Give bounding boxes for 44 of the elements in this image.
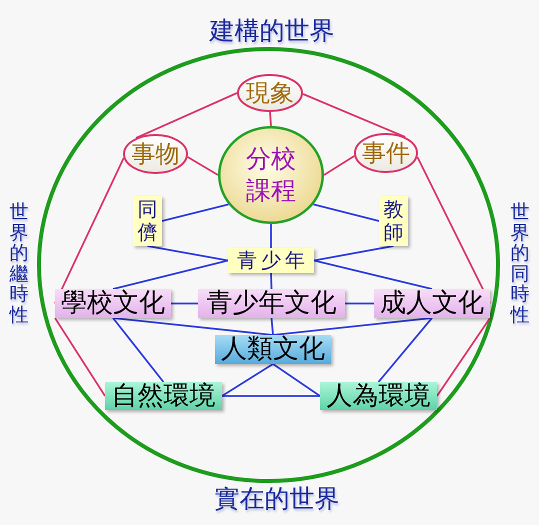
label-box: 青少年文化 — [198, 289, 345, 318]
connector-line — [171, 302, 198, 304]
connector-line — [222, 395, 320, 397]
connector-line — [416, 156, 491, 304]
label-box: 學校文化 — [55, 289, 171, 318]
connector-line — [378, 317, 433, 383]
connector-line — [436, 318, 491, 396]
connector-line — [112, 260, 228, 290]
label-ellipse: 事物 — [123, 134, 188, 174]
connector-line — [272, 317, 432, 336]
world-circle — [37, 47, 500, 483]
heading-label: 實在的世界 — [214, 485, 340, 513]
connector-line — [112, 317, 164, 383]
center-circle: 分校課程 — [218, 126, 324, 224]
label-box: 成人文化 — [374, 289, 490, 318]
label-box: 人為環境 — [320, 382, 437, 410]
connector-line — [162, 204, 229, 222]
connector-line — [222, 363, 274, 397]
label-box: 青少年 — [228, 248, 314, 273]
side-label: 世界的繼時性 — [9, 202, 29, 325]
connector-line — [147, 245, 228, 262]
connector-line — [270, 224, 272, 248]
connector-line — [345, 302, 374, 304]
connector-line — [314, 245, 394, 262]
label-box: 教師 — [379, 196, 408, 246]
connector-line — [112, 317, 274, 336]
connector-line — [270, 318, 274, 336]
connector-line — [269, 112, 272, 126]
connector-line — [302, 93, 406, 138]
connector-line — [324, 155, 355, 176]
label-box: 人類文化 — [215, 335, 331, 364]
connector-line — [187, 156, 218, 176]
label-ellipse: 事件 — [354, 133, 418, 173]
connector-line — [136, 92, 238, 139]
label-box: 自然環境 — [105, 382, 222, 410]
label-box: 同儕 — [133, 196, 162, 246]
side-label: 世界的同時性 — [510, 202, 530, 325]
connector-line — [314, 260, 432, 290]
label-ellipse: 現象 — [237, 74, 303, 112]
connector-line — [270, 272, 272, 290]
connector-line — [313, 204, 380, 222]
connector-line — [272, 363, 320, 397]
connector-line — [54, 158, 125, 304]
heading-label: 建構的世界 — [210, 17, 334, 45]
